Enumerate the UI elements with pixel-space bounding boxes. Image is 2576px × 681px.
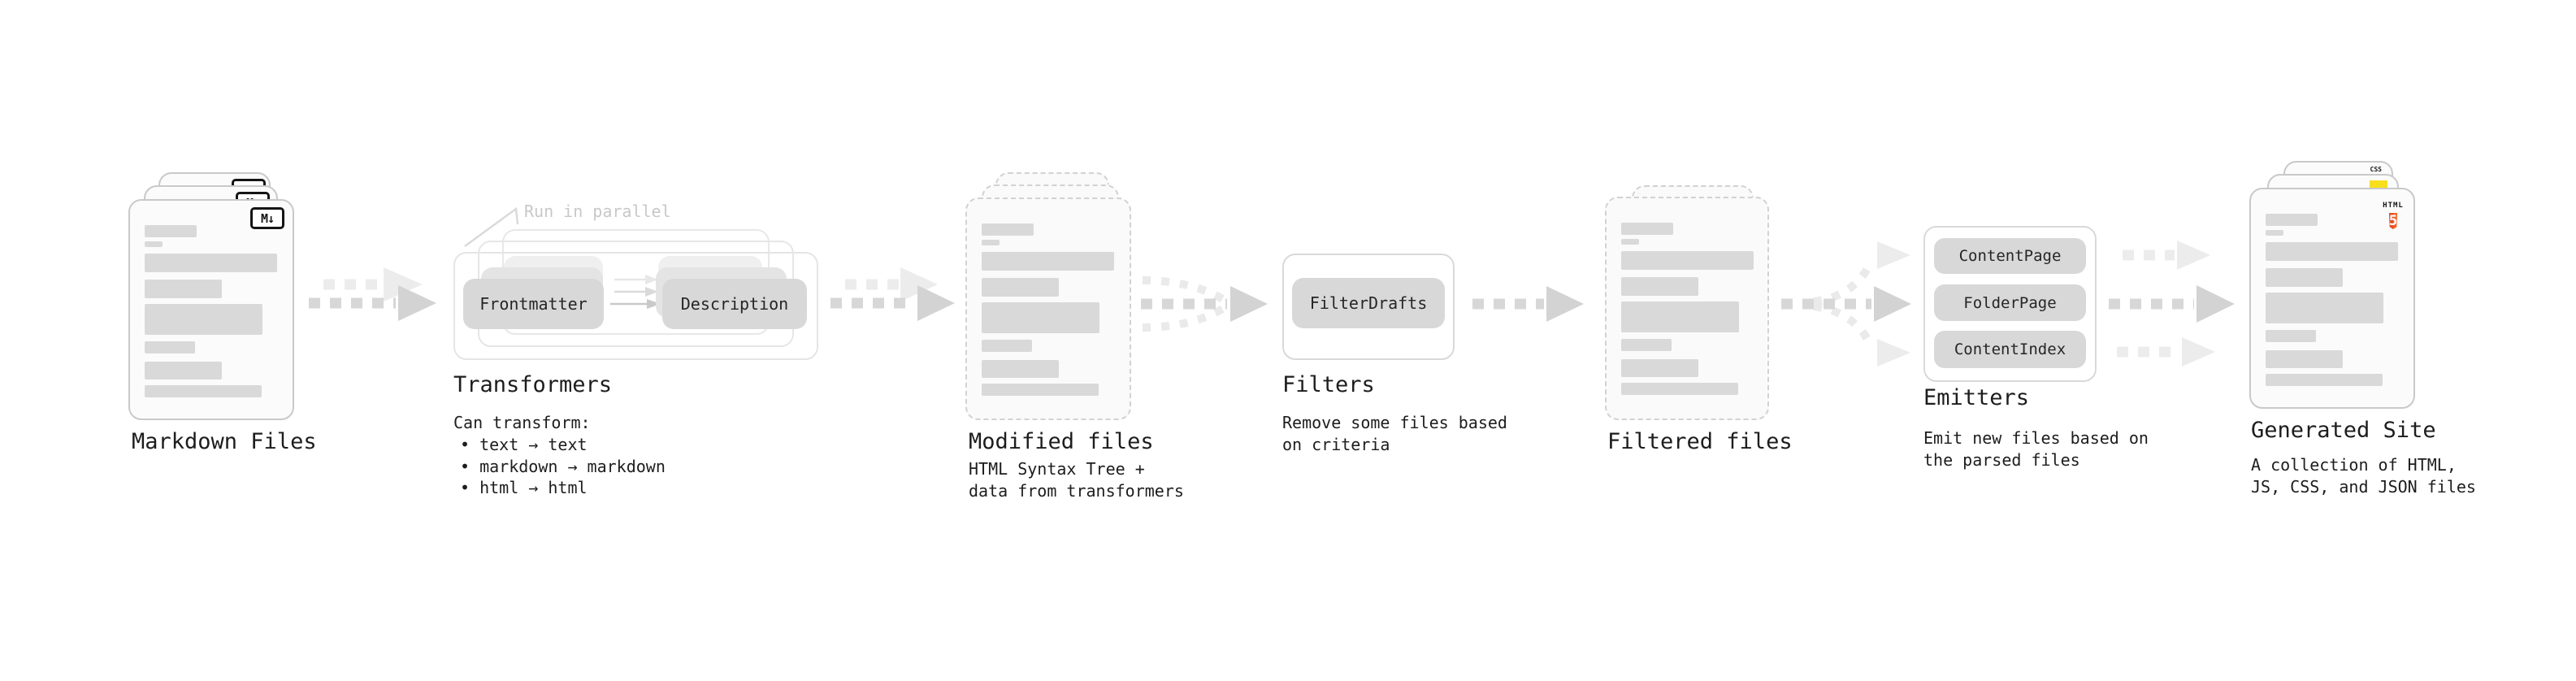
text-placeholder-bar [2266, 374, 2383, 386]
text-placeholder-bar [2266, 230, 2283, 236]
text-placeholder-bar [982, 340, 1032, 352]
text-placeholder-bar [2266, 350, 2343, 368]
text-placeholder-bar [1621, 277, 1698, 296]
arrow-filters-to-filtered [1472, 286, 1584, 322]
folderpage-emitter-node: FolderPage [1934, 284, 2086, 321]
text-placeholder-bar [1621, 339, 1672, 351]
text-placeholder-bar [145, 341, 195, 354]
text-placeholder-bar [1621, 223, 1673, 235]
contentpage-emitter-node: ContentPage [1934, 238, 2086, 274]
html5-logo-icon: HTML 5 [2380, 195, 2406, 232]
frontmatter-transformer-node: Frontmatter [463, 279, 604, 329]
text-placeholder-bar [982, 252, 1114, 271]
emitters-caption: Emit new files based on the parsed files [1923, 428, 2149, 470]
generated-file-card-front: HTML 5 [2249, 188, 2415, 409]
text-placeholder-bar [2266, 242, 2398, 261]
text-placeholder-bar [2266, 293, 2383, 323]
text-placeholder-bar [982, 360, 1059, 378]
text-placeholder-bar [145, 254, 277, 272]
html5-shield: 5 [2388, 213, 2398, 229]
markdown-file-card-front: M↓ [128, 199, 294, 420]
text-placeholder-bar [982, 223, 1034, 236]
modified-files-caption: HTML Syntax Tree + data from transformer… [969, 459, 1184, 501]
text-placeholder-bar [145, 385, 262, 397]
text-placeholder-bar [982, 384, 1099, 396]
text-placeholder-bar [1621, 383, 1738, 395]
filtered-files-label: Filtered files [1607, 429, 1793, 454]
description-transformer-node: Description [662, 279, 807, 329]
run-in-parallel-note: Run in parallel [524, 202, 671, 221]
text-placeholder-bar [1621, 239, 1639, 245]
text-placeholder-bar [2266, 330, 2316, 342]
generated-site-caption: A collection of HTML, JS, CSS, and JSON … [2251, 455, 2476, 497]
generated-site-label: Generated Site [2251, 418, 2436, 443]
text-placeholder-bar [145, 241, 163, 247]
contentindex-emitter-node: ContentIndex [1934, 331, 2086, 368]
transformers-caption-title: Can transform: [453, 413, 591, 432]
markdown-files-label: Markdown Files [132, 429, 317, 454]
arrow-markdown-to-transformers [309, 267, 436, 321]
text-placeholder-bar [2266, 268, 2343, 287]
html5-logo-text: HTML [2383, 202, 2404, 210]
text-placeholder-bar [145, 280, 222, 298]
text-placeholder-bar [145, 362, 222, 380]
text-placeholder-bar [145, 304, 262, 335]
filters-label: Filters [1282, 372, 1375, 397]
transformers-label: Transformers [453, 372, 613, 397]
markdown-icon: M↓ [250, 207, 284, 229]
emitters-label: Emitters [1923, 385, 2030, 410]
text-placeholder-bar [982, 278, 1059, 297]
arrow-modified-to-filters-merge [1141, 276, 1268, 332]
text-placeholder-bar [982, 240, 1000, 245]
text-placeholder-bar [2266, 214, 2318, 226]
filtered-file-card-front [1605, 197, 1769, 420]
text-placeholder-bar [1621, 251, 1754, 270]
text-placeholder-bar [982, 302, 1099, 333]
transformers-bullet-list: • text → text • markdown → markdown • ht… [460, 435, 666, 497]
transformer-outline-front [453, 252, 818, 360]
filterdrafts-filter-node: FilterDrafts [1292, 278, 1445, 328]
filters-caption: Remove some files based on criteria [1282, 413, 1507, 454]
arrows-emitters-to-generated [2109, 241, 2235, 367]
modified-files-label: Modified files [969, 429, 1154, 454]
arrow-filtered-to-emitters-fork [1781, 241, 1911, 367]
text-placeholder-bar [145, 225, 197, 237]
text-placeholder-bar [1621, 359, 1698, 377]
arrow-transformers-to-modified [830, 267, 955, 321]
text-placeholder-bar [1621, 301, 1739, 332]
modified-file-card-front [965, 197, 1131, 420]
